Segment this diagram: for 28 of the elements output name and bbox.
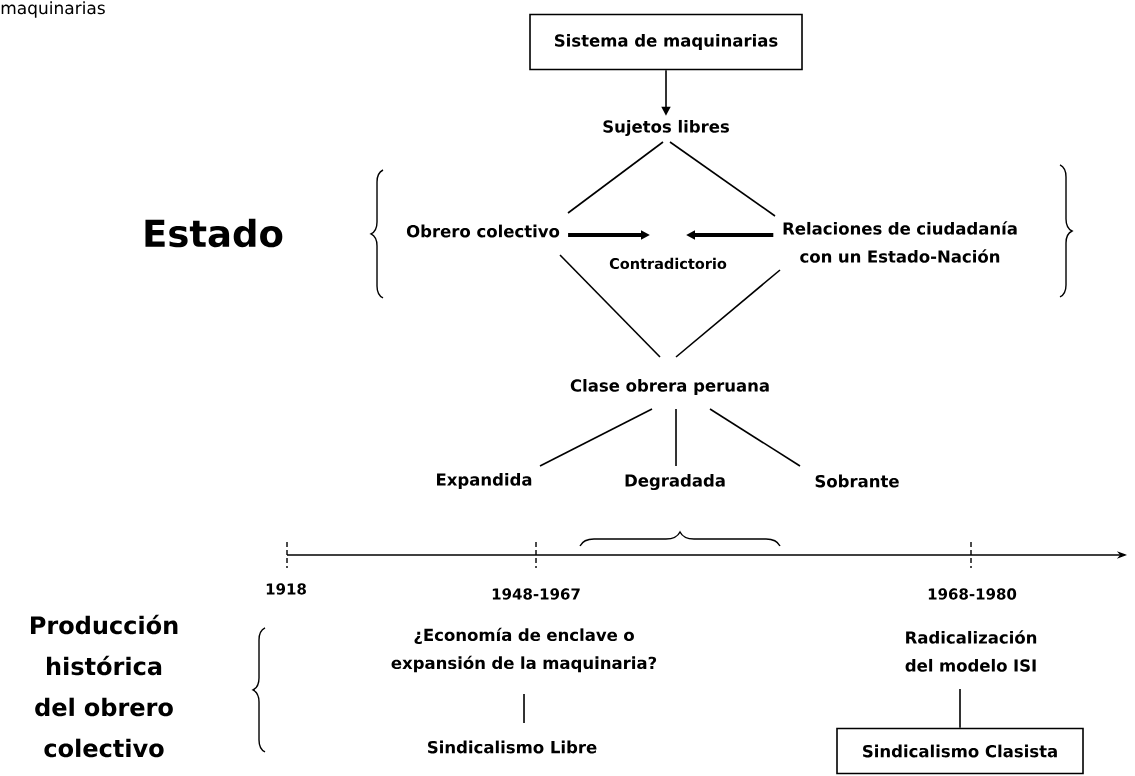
relation-label: Contradictorio (609, 257, 727, 270)
heading: Producción histórica del obrero colectivo (31, 614, 178, 758)
node-label: Degradada (625, 473, 725, 491)
connector-line (675, 408, 677, 467)
connector-line (539, 408, 653, 467)
connector-line (669, 141, 776, 217)
year-label: 1948-1967 (492, 588, 580, 600)
year-label: 1918 (266, 583, 306, 595)
node-label: Obrero colectivo (406, 224, 560, 238)
connector-line (523, 693, 525, 724)
connector-line (675, 269, 781, 358)
top-text: maquinarias (1, 1, 105, 18)
node-label: Expandida (437, 473, 532, 489)
heading: Estado (145, 218, 283, 248)
node-label: Sujetos libres (603, 119, 729, 137)
node-label: Relaciones de ciudadanía con un Estado-Nación (783, 221, 1017, 263)
connector-line (709, 408, 801, 467)
process-box: Sindicalismo Clasista (836, 727, 1084, 775)
node-label: Clase obrera peruana (570, 379, 769, 395)
connector-line (559, 254, 661, 358)
connector-line (959, 688, 961, 729)
connector-line (567, 141, 664, 214)
year-label: 1968-1980 (928, 588, 1017, 600)
node-label: Sobrante (815, 474, 899, 488)
process-box: Sistema de maquinarias (529, 13, 803, 71)
node-label: ¿Economía de enclave o expansión de la maquinaria? (391, 627, 657, 673)
node-label: Sindicalismo Libre (428, 740, 597, 754)
node-label: Radicalización del modelo ISI (905, 630, 1037, 672)
